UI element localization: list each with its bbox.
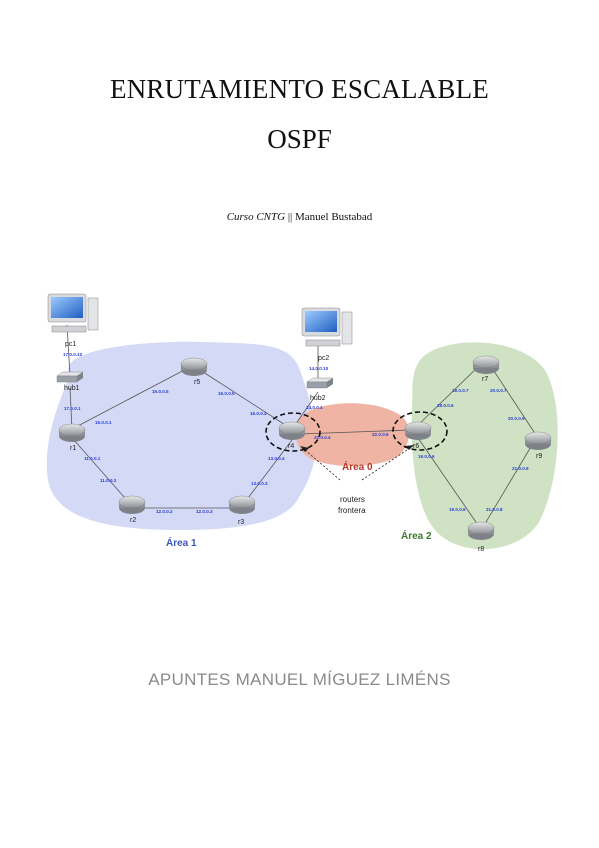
border-arrows <box>304 447 411 481</box>
router-r3-icon <box>228 495 256 514</box>
ip-r2b: 12.0.0.2 <box>156 509 173 514</box>
document-title: ENRUTAMIENTO ESCALABLE <box>110 74 489 104</box>
r8-label: r8 <box>478 546 484 553</box>
ip-pc2: 14.0.0.10 <box>309 366 329 371</box>
pc1-label: pc1 <box>65 341 76 348</box>
ip-r4d: 22.0.0.4 <box>314 435 331 440</box>
hub2-label: hub2 <box>310 395 326 402</box>
ip-r7b: 20.0.0.7 <box>490 388 507 393</box>
border-routers-label-2: frontera <box>338 506 366 515</box>
author-footer: APUNTES MANUEL MÍGUEZ LIMÉNS <box>148 670 451 689</box>
ip-r9b: 21.0.0.9 <box>512 466 529 471</box>
pc2-icon <box>301 307 353 347</box>
ip-r7a: 18.0.0.7 <box>452 388 469 393</box>
ip-r6b: 18.0.0.6 <box>437 403 454 408</box>
area1-label: Área 1 <box>166 536 197 549</box>
ip-pc1: 17.0.0.10 <box>63 352 83 357</box>
ip-r4a: 13.0.0.4 <box>268 456 285 461</box>
ip-r3a: 12.0.0.3 <box>196 509 213 514</box>
document-subtitle: OSPF <box>267 124 332 154</box>
course-line: Curso CNTG || Manuel Bustabad <box>0 211 599 223</box>
r5-label: r5 <box>194 379 200 386</box>
hub1-icon <box>56 371 84 383</box>
course-name: CNTG <box>256 211 286 223</box>
r2-label: r2 <box>130 517 136 524</box>
r9-label: r9 <box>536 453 542 460</box>
router-r9-icon <box>524 431 552 450</box>
r1-label: r1 <box>70 445 76 452</box>
area2-region <box>411 342 558 550</box>
ip-hub1: 17.0.0.1 <box>64 406 81 411</box>
ip-r8a: 19.0.0.8 <box>449 507 466 512</box>
ip-r5b: 16.0.0.5 <box>218 391 235 396</box>
ip-r1a: 11.0.0.1 <box>84 456 101 461</box>
ip-r8b: 21.0.0.8 <box>486 507 503 512</box>
border-routers-label-1: routers <box>340 495 365 504</box>
ip-r3b: 13.0.0.3 <box>251 481 268 486</box>
area2-label: Área 2 <box>401 529 432 542</box>
area0-region <box>295 403 410 466</box>
course-prefix: Curso <box>226 211 257 223</box>
ip-r5a: 15.0.0.5 <box>152 389 169 394</box>
ospf-network-diagram: pc1 hub1 pc2 hub2 r1 r2 r3 r4 r5 r6 r7 r… <box>46 293 558 553</box>
router-r6-icon <box>404 421 432 440</box>
router-r2-icon <box>118 495 146 514</box>
border-circle-r6 <box>392 411 448 451</box>
hub1-label: hub1 <box>64 385 80 392</box>
course-author: || Manuel Bustabad <box>285 211 373 223</box>
router-r8-icon <box>467 521 495 540</box>
ip-r2a: 11.0.0.2 <box>100 478 117 483</box>
r3-label: r3 <box>238 519 244 526</box>
ip-r9a: 20.0.0.9 <box>508 416 525 421</box>
pc1-icon <box>47 293 99 333</box>
area1-region <box>46 341 316 530</box>
router-icons <box>58 355 552 540</box>
ip-r4b: 16.0.0.4 <box>250 411 267 416</box>
router-r5-icon <box>180 357 208 376</box>
router-r7-icon <box>472 355 500 374</box>
r7-label: r7 <box>482 376 488 383</box>
area0-label: Área 0 <box>342 460 373 473</box>
border-circle-r4 <box>265 412 321 452</box>
router-r1-icon <box>58 423 86 442</box>
r6-label: r6 <box>413 443 419 450</box>
ip-r1b: 15.0.0.1 <box>95 420 112 425</box>
pc2-label: pc2 <box>318 355 329 362</box>
hub2-icon <box>306 377 334 389</box>
router-r4-icon <box>278 421 306 440</box>
links <box>66 324 537 526</box>
ip-r6a: 22.0.0.6 <box>372 432 389 437</box>
ip-r4c: 14.0.0.4 <box>306 405 323 410</box>
ip-r6c: 19.0.0.6 <box>418 454 435 459</box>
r4-label: r4 <box>288 443 294 450</box>
